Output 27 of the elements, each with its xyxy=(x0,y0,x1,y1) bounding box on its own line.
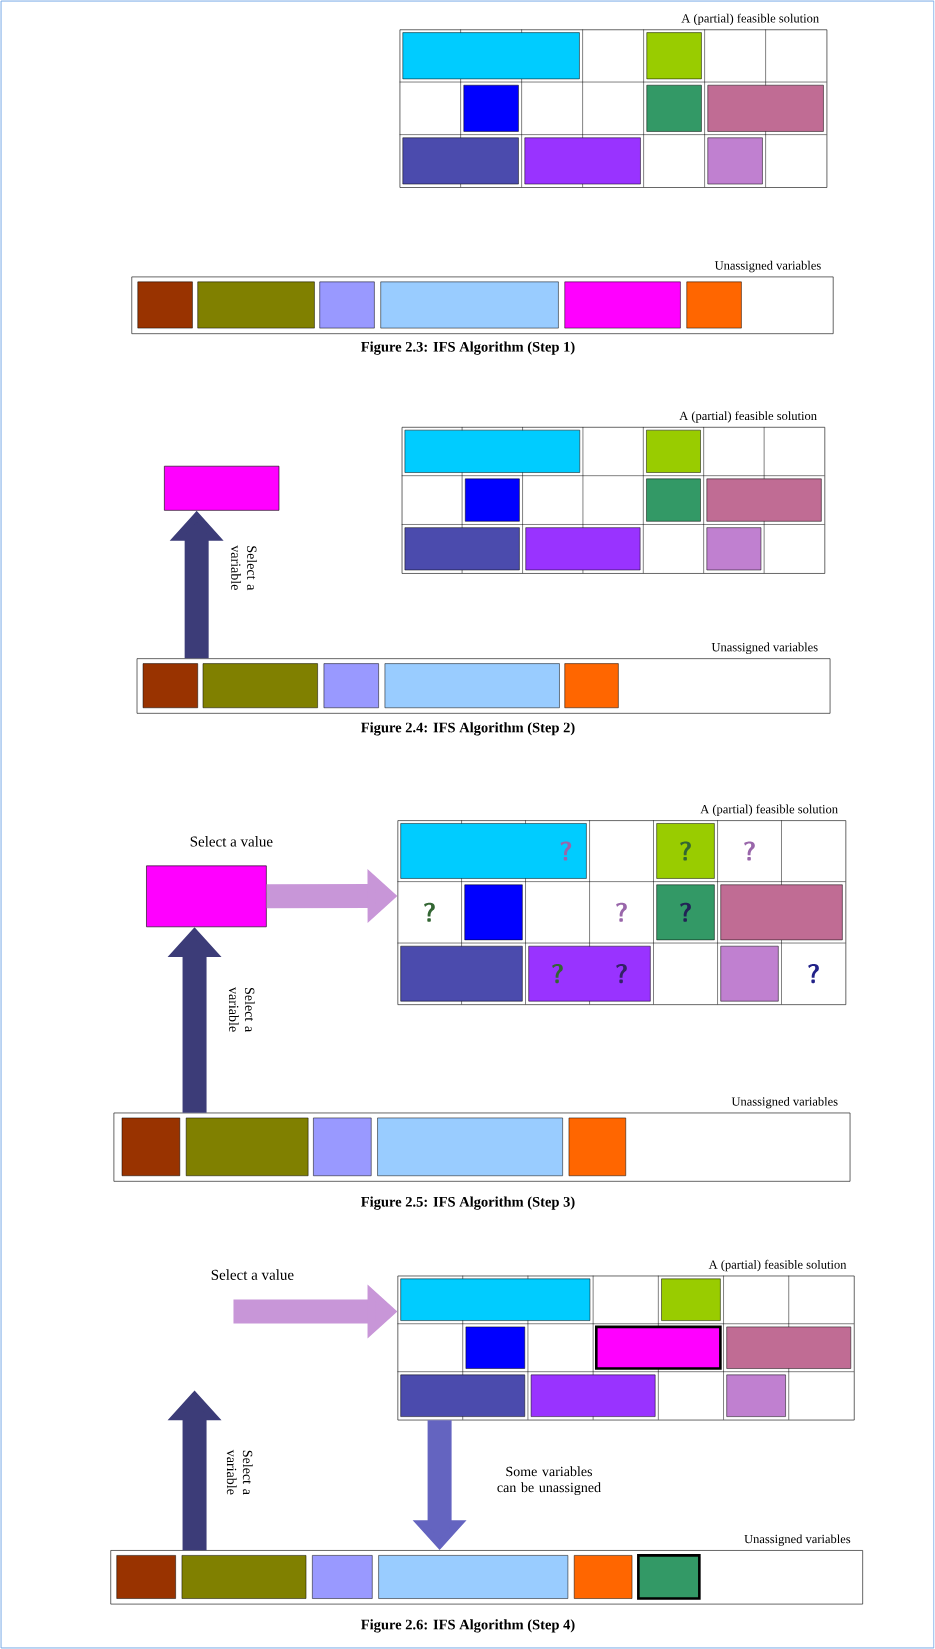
question-mark: ? xyxy=(680,902,691,922)
question-mark: ? xyxy=(560,841,572,861)
grid-heading: A (partial) feasible solution xyxy=(679,411,817,423)
bar-heading: Unassigned variables xyxy=(714,260,821,273)
question-mark: ? xyxy=(744,841,755,861)
question-mark: ? xyxy=(424,902,435,922)
bar-heading: Unassigned variables xyxy=(711,642,818,654)
selected-variable-box xyxy=(164,465,280,511)
edge-label: Select a variable xyxy=(231,545,257,591)
edge-label: Select a value xyxy=(190,836,273,847)
grid-heading: A (partial) feasible solution xyxy=(708,1259,847,1272)
question-mark: ? xyxy=(616,964,627,984)
figure-caption: Figure 2.5: IFS Algorithm (Step 3) xyxy=(361,1196,575,1210)
selected-variable-box xyxy=(146,865,267,928)
question-mark: ? xyxy=(552,964,563,984)
bar-heading: Unassigned variables xyxy=(744,1534,851,1546)
grid-heading: A (partial) feasible solution xyxy=(700,804,838,816)
grid-heading: A (partial) feasible solution xyxy=(681,13,819,26)
figure-caption: Figure 2.6: IFS Algorithm (Step 4) xyxy=(361,1619,575,1633)
edge-label: Select a value xyxy=(211,1269,294,1280)
edge-label: Select a variable xyxy=(229,987,255,1032)
question-mark: ? xyxy=(680,841,691,861)
question-mark: ? xyxy=(808,964,819,984)
question-mark: ? xyxy=(616,902,627,922)
bar-heading: Unassigned variables xyxy=(731,1096,838,1109)
edge-label: Some variables can be unassigned xyxy=(497,1466,601,1496)
edge-label: Select a variable xyxy=(226,1449,253,1495)
